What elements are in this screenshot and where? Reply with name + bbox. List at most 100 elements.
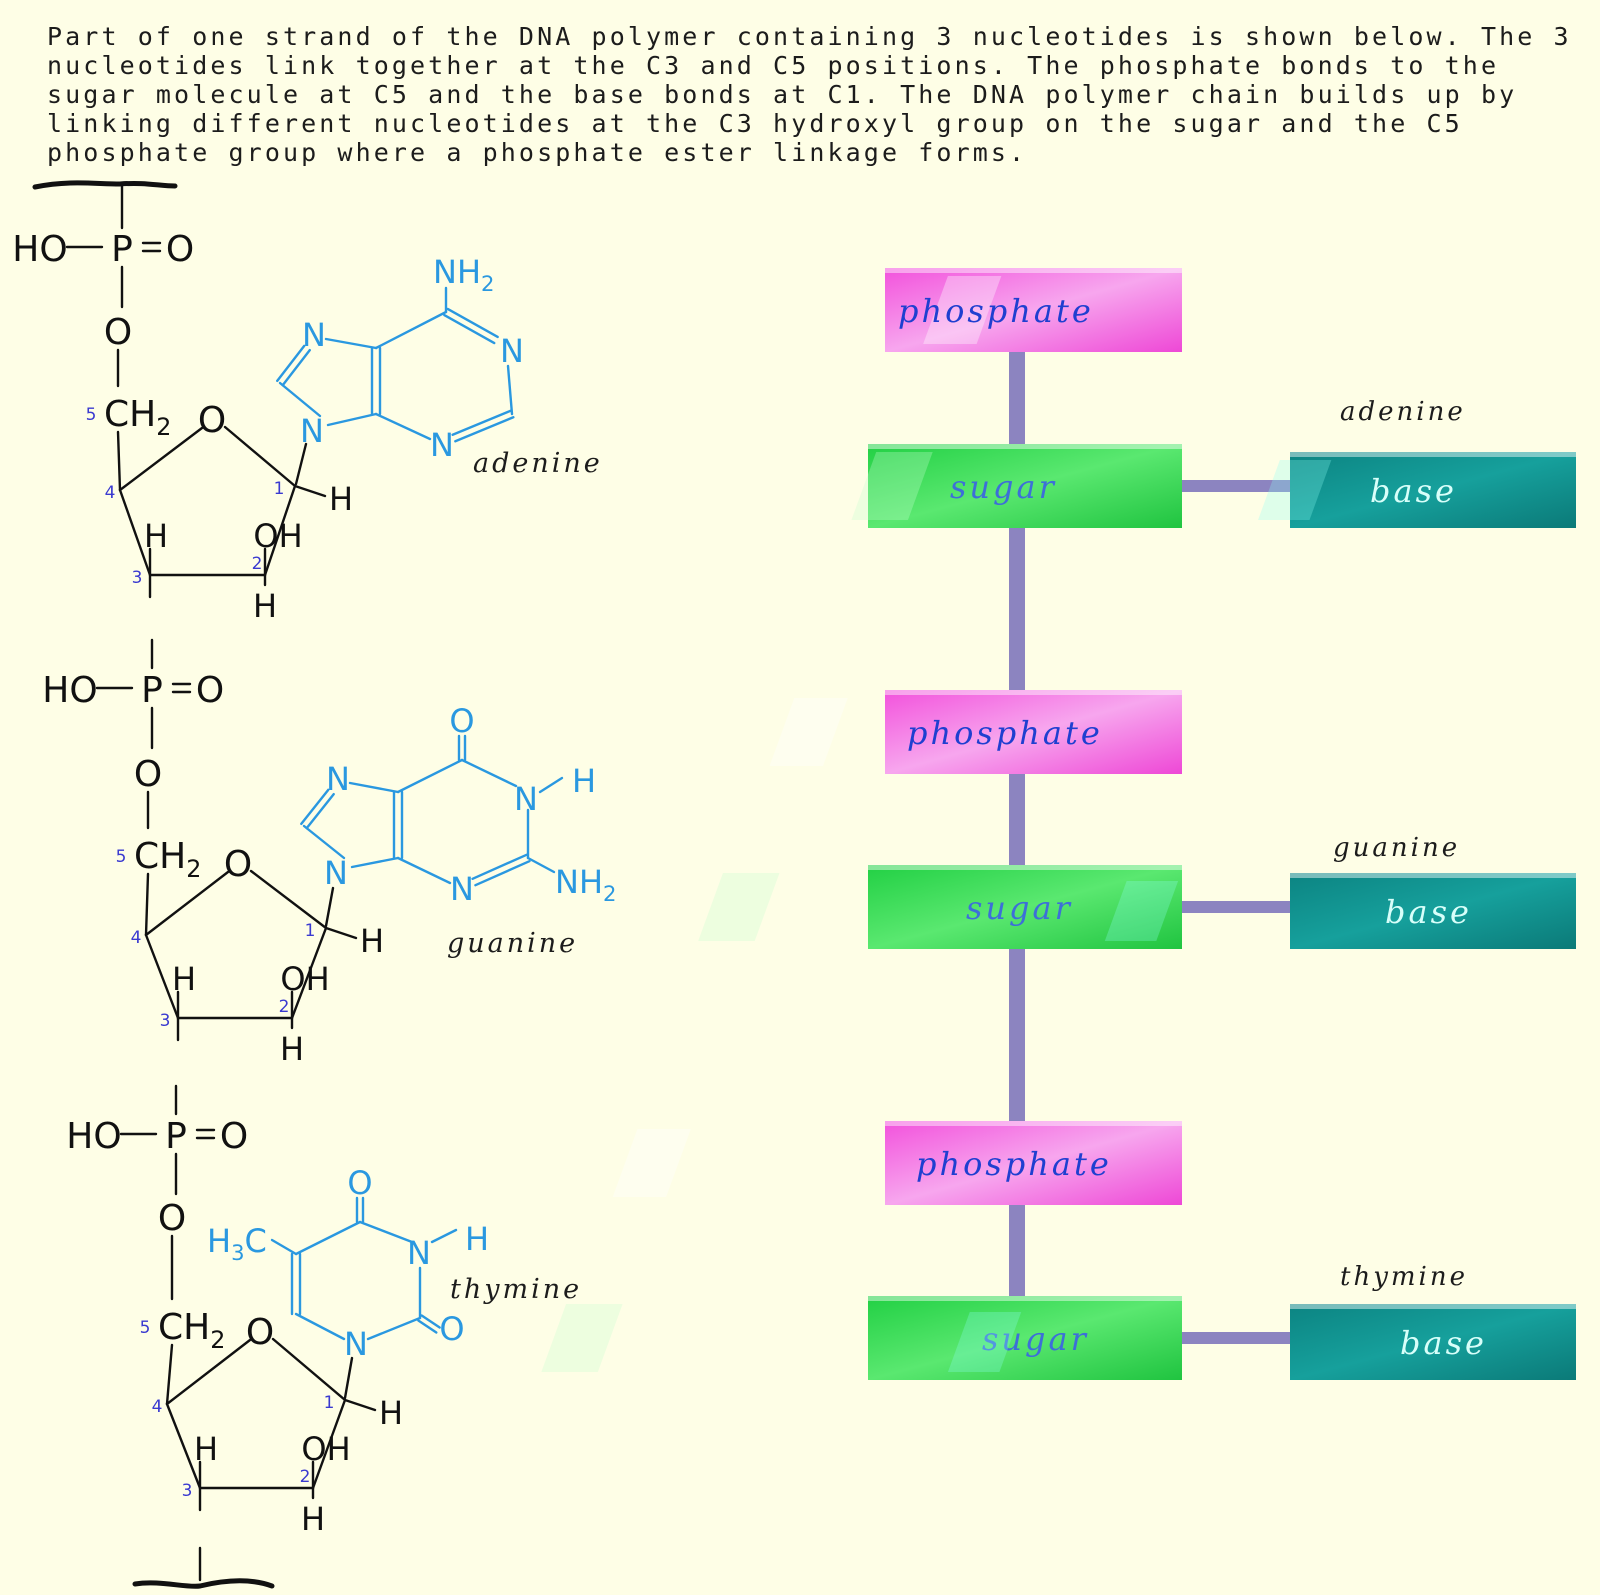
nitrogen-atom: N <box>300 412 324 450</box>
ring-oxygen: O <box>198 400 226 441</box>
hydroxyl-group: OH <box>280 960 329 998</box>
bond <box>358 1220 414 1244</box>
bond <box>538 776 564 794</box>
sugar-block-sheen <box>541 1304 623 1372</box>
carbon-number-5: 5 <box>116 847 127 867</box>
sugar-block-sheen <box>851 452 933 520</box>
c5-c4-bond <box>165 1343 174 1406</box>
base-block-top-edge <box>1290 452 1576 457</box>
phosphate-block-sheen <box>612 1129 691 1197</box>
carbon-number-1: 1 <box>305 921 316 941</box>
nitrogen-atom: N <box>450 870 474 908</box>
bond <box>270 1238 298 1256</box>
phosphate-block-sheen <box>923 276 1002 344</box>
double-bond <box>420 1314 441 1329</box>
sugar-block-sheen <box>698 873 780 941</box>
base-block-top-edge <box>1290 873 1576 878</box>
hydroxyl-label: HO <box>42 670 97 711</box>
glycosidic-bond <box>343 1356 354 1400</box>
bond <box>294 1312 346 1341</box>
sugar-base-link <box>1180 901 1290 913</box>
hydrogen-atom: H <box>379 1394 403 1432</box>
carbonyl-oxygen: O <box>449 702 474 740</box>
ester-oxygen: O <box>158 1198 186 1239</box>
o-c1-bond <box>223 425 297 488</box>
double-bond <box>454 416 515 443</box>
sugar-label: sugar <box>982 1320 1089 1358</box>
carbon-number-4: 4 <box>105 483 116 503</box>
c4-o-bond <box>144 870 230 937</box>
double-bond <box>443 313 496 345</box>
bond <box>348 781 400 794</box>
base-block-top-edge <box>1290 1304 1576 1309</box>
glycosidic-bond <box>324 886 335 928</box>
sugar-base-link <box>1180 480 1290 492</box>
carbonyl-oxygen: O <box>439 1310 464 1348</box>
sugar-block-top-edge <box>868 1296 1182 1301</box>
phosphorus-atom: P <box>165 1116 187 1157</box>
double-bond <box>300 788 330 826</box>
base-block-sheen <box>947 1312 1022 1372</box>
ring-oxygen: O <box>224 844 252 885</box>
phosphate-label: phosphate <box>898 292 1094 330</box>
carbon-number-1: 1 <box>324 1393 335 1413</box>
hydrogen-atom: H <box>465 1220 489 1258</box>
double-bond <box>305 792 335 830</box>
bond <box>396 856 452 885</box>
phosphate-block-sheen <box>769 698 848 766</box>
base-block-name-adenine: adenine <box>1340 397 1466 427</box>
ester-oxygen: O <box>134 754 162 795</box>
carbon-number-4: 4 <box>131 928 142 948</box>
nitrogen-atom: N <box>302 316 326 354</box>
sugar-base-link <box>1180 1332 1290 1344</box>
bond <box>526 856 556 874</box>
base-label: base <box>1370 472 1457 510</box>
c2-c1-bond <box>290 926 328 1020</box>
base-block-name-thymine: thymine <box>1340 1262 1468 1292</box>
carbon-number-3: 3 <box>182 1481 193 1501</box>
hydroxyl-group: OH <box>301 1430 350 1468</box>
sugar-block-face <box>868 865 1182 949</box>
bond <box>324 337 378 350</box>
nitrogen-atom: N <box>500 332 524 370</box>
hydroxyl-label: HO <box>12 229 67 270</box>
oxygen-atom: O <box>166 229 194 270</box>
o-c1-bond <box>271 1337 347 1402</box>
carbon-number-5: 5 <box>86 405 97 425</box>
sugar-block-top-edge <box>868 865 1182 870</box>
sugar-block: sugar <box>698 865 1182 949</box>
hydrogen-atom: H <box>172 960 196 998</box>
carbon-number-2: 2 <box>252 554 263 574</box>
sugar-block-top-edge <box>868 444 1182 449</box>
bond <box>396 758 464 794</box>
sugar-block: sugar <box>541 1296 1182 1380</box>
base-name-thymine: thymine <box>450 1274 582 1305</box>
c4-c3-bond <box>165 1402 202 1490</box>
bond <box>506 364 514 416</box>
hydrogen-atom: H <box>144 517 168 555</box>
carbon-number-4: 4 <box>152 1397 163 1417</box>
base-block-face <box>1290 1304 1576 1380</box>
bond <box>460 758 518 788</box>
hydrogen-atom: H <box>194 1430 218 1468</box>
bond <box>278 381 322 418</box>
chain-break-bottom <box>132 1578 275 1589</box>
double-bond <box>281 348 311 387</box>
base-block-face <box>1290 452 1576 528</box>
hydrogen-atom: H <box>280 1030 304 1068</box>
base-name-guanine: guanine <box>447 928 578 959</box>
double-bond <box>451 409 512 436</box>
phosphate-block: phosphate <box>612 1121 1182 1205</box>
double-bond <box>446 307 499 339</box>
hydrogen-atom: H <box>329 480 353 518</box>
nitrogen-atom: N <box>344 1325 368 1363</box>
c1-h-bond <box>324 926 358 940</box>
sugar-block-face <box>868 1296 1182 1380</box>
phosphate-label: phosphate <box>907 714 1103 752</box>
base-block-name-guanine: guanine <box>1333 833 1460 863</box>
c4-o-bond <box>165 1338 252 1406</box>
c4-c3-bond <box>118 488 152 577</box>
bond <box>374 412 432 441</box>
